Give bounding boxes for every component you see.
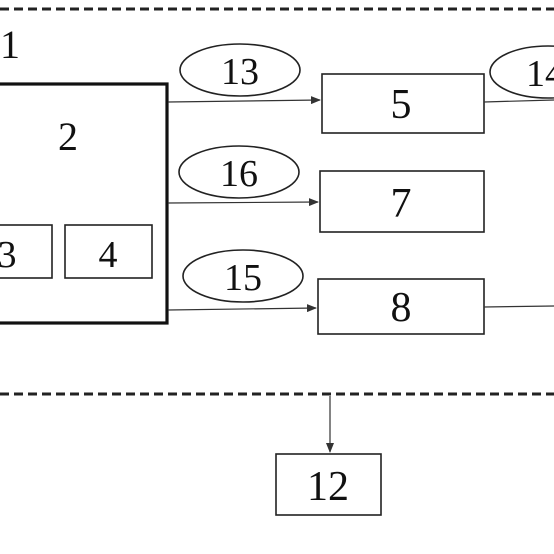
link-15-label: 15 (224, 257, 262, 299)
connection-5-right (483, 99, 554, 103)
link-13-label: 13 (221, 51, 259, 93)
connection-2-to-8 (167, 304, 317, 313)
block-7 (319, 170, 485, 233)
link-14-label: 14 (526, 53, 554, 95)
link-13-oval (179, 43, 301, 97)
block-12-label: 12 (307, 464, 349, 510)
block-8-label: 8 (391, 285, 412, 331)
sub-unit-b-box (64, 224, 153, 279)
connection-8-right (483, 305, 554, 308)
block-12 (275, 453, 382, 516)
main-unit-label: 2 (58, 114, 78, 159)
connection-2-to-5 (167, 96, 321, 105)
link-15-oval (182, 249, 304, 303)
sub-unit-b-label: 4 (99, 234, 118, 276)
connection-2-to-7 (167, 198, 319, 207)
sub-unit-a-label: 3 (0, 234, 17, 276)
block-5-label: 5 (391, 82, 412, 128)
block-5 (321, 73, 485, 134)
system-label: 1 (0, 22, 20, 67)
main-unit-box (0, 82, 169, 325)
sub-unit-a-box (0, 224, 53, 279)
link-14-oval (489, 45, 554, 99)
link-16-label: 16 (220, 153, 258, 195)
link-16-oval (178, 145, 300, 199)
block-7-label: 7 (391, 181, 412, 227)
